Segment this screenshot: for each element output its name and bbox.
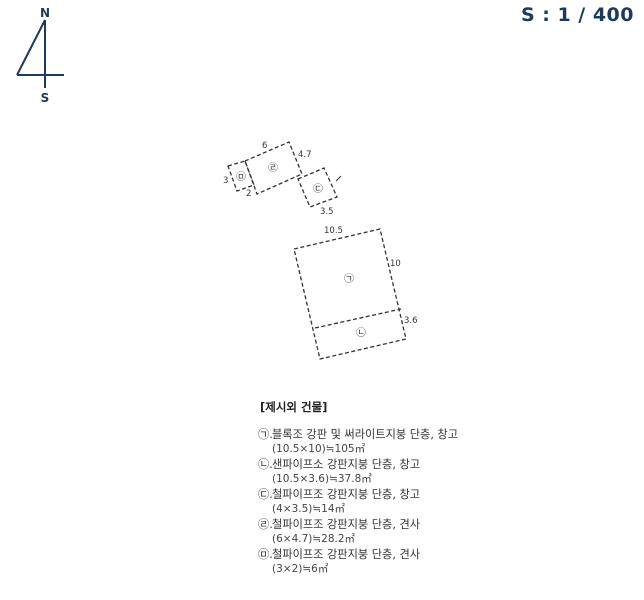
building-ga-na-outline <box>293 228 407 360</box>
legend-item: ㉢. 철파이프조 강판지붕 단층, 창고 (4×3.5)≒14㎡ <box>258 487 458 517</box>
dim-ma-width: 3 <box>223 176 228 186</box>
dim-na-depth: 3.6 <box>404 316 418 326</box>
legend-item: ㉡. 샌파이프소 강판지붕 단층, 창고 (10.5×3.6)≒37.8㎡ <box>258 457 458 487</box>
dim-ra-depth: 4.7 <box>298 150 312 160</box>
dim-ma-depth: 2 <box>246 189 251 199</box>
dim-ga-width: 10.5 <box>324 226 343 236</box>
legend-item: ㉣. 철파이프조 강판지붕 단층, 견사 (6×4.7)≒28.2㎡ <box>258 517 458 547</box>
legend-area: (3×2)≒6㎡ <box>272 563 329 575</box>
legend-mark: ㉤. <box>258 548 273 561</box>
legend-item: ㉤. 철파이프조 강판지붕 단층, 견사 (3×2)≒6㎡ <box>258 547 458 577</box>
legend-desc: 철파이프조 강판지붕 단층, 견사 <box>272 518 421 531</box>
legend-desc: 철파이프조 강판지붕 단층, 창고 <box>272 488 421 501</box>
legend-mark: ㉡. <box>258 458 273 471</box>
symbol-ma: ㉤ <box>236 171 246 183</box>
legend-mark: ㉣. <box>258 518 273 531</box>
symbol-ga: ㉠ <box>344 273 354 285</box>
legend-mark: ㉢. <box>258 488 273 501</box>
north-arrow-icon <box>16 19 64 88</box>
symbol-da: ㉢ <box>313 183 323 195</box>
dim-da-width: 3.5 <box>320 207 334 217</box>
dim-ga-depth: 10 <box>390 259 401 269</box>
legend-area: (6×4.7)≒28.2㎡ <box>272 533 356 545</box>
legend-title: [제시외 건물] <box>260 400 328 414</box>
north-label: N <box>40 6 50 20</box>
legend-area: (4×3.5)≒14㎡ <box>272 503 346 515</box>
legend-area: (10.5×3.6)≒37.8㎡ <box>272 473 372 485</box>
legend: [제시외 건물] ㉠. 블록조 강판 및 써라이트지붕 단층, 창고 (10.5… <box>258 400 458 577</box>
building-ra-outline <box>244 141 303 195</box>
building-ga-na-divider <box>314 308 402 329</box>
legend-item: ㉠. 블록조 강판 및 써라이트지붕 단층, 창고 (10.5×10)≒105㎡ <box>258 427 458 457</box>
dim-ra-width: 6 <box>262 141 267 151</box>
legend-mark: ㉠. <box>258 428 273 441</box>
legend-desc: 철파이프조 강판지붕 단층, 견사 <box>272 548 421 561</box>
symbol-ra: ㉣ <box>268 162 278 174</box>
legend-desc: 샌파이프소 강판지붕 단층, 창고 <box>272 458 421 471</box>
building-da-outline <box>297 167 338 208</box>
south-label: S <box>41 91 50 105</box>
legend-area: (10.5×10)≒105㎡ <box>272 443 366 455</box>
symbol-na: ㉡ <box>356 327 366 339</box>
legend-desc: 블록조 강판 및 써라이트지붕 단층, 창고 <box>272 428 459 441</box>
scale-label: S : 1 / 400 <box>520 4 634 26</box>
